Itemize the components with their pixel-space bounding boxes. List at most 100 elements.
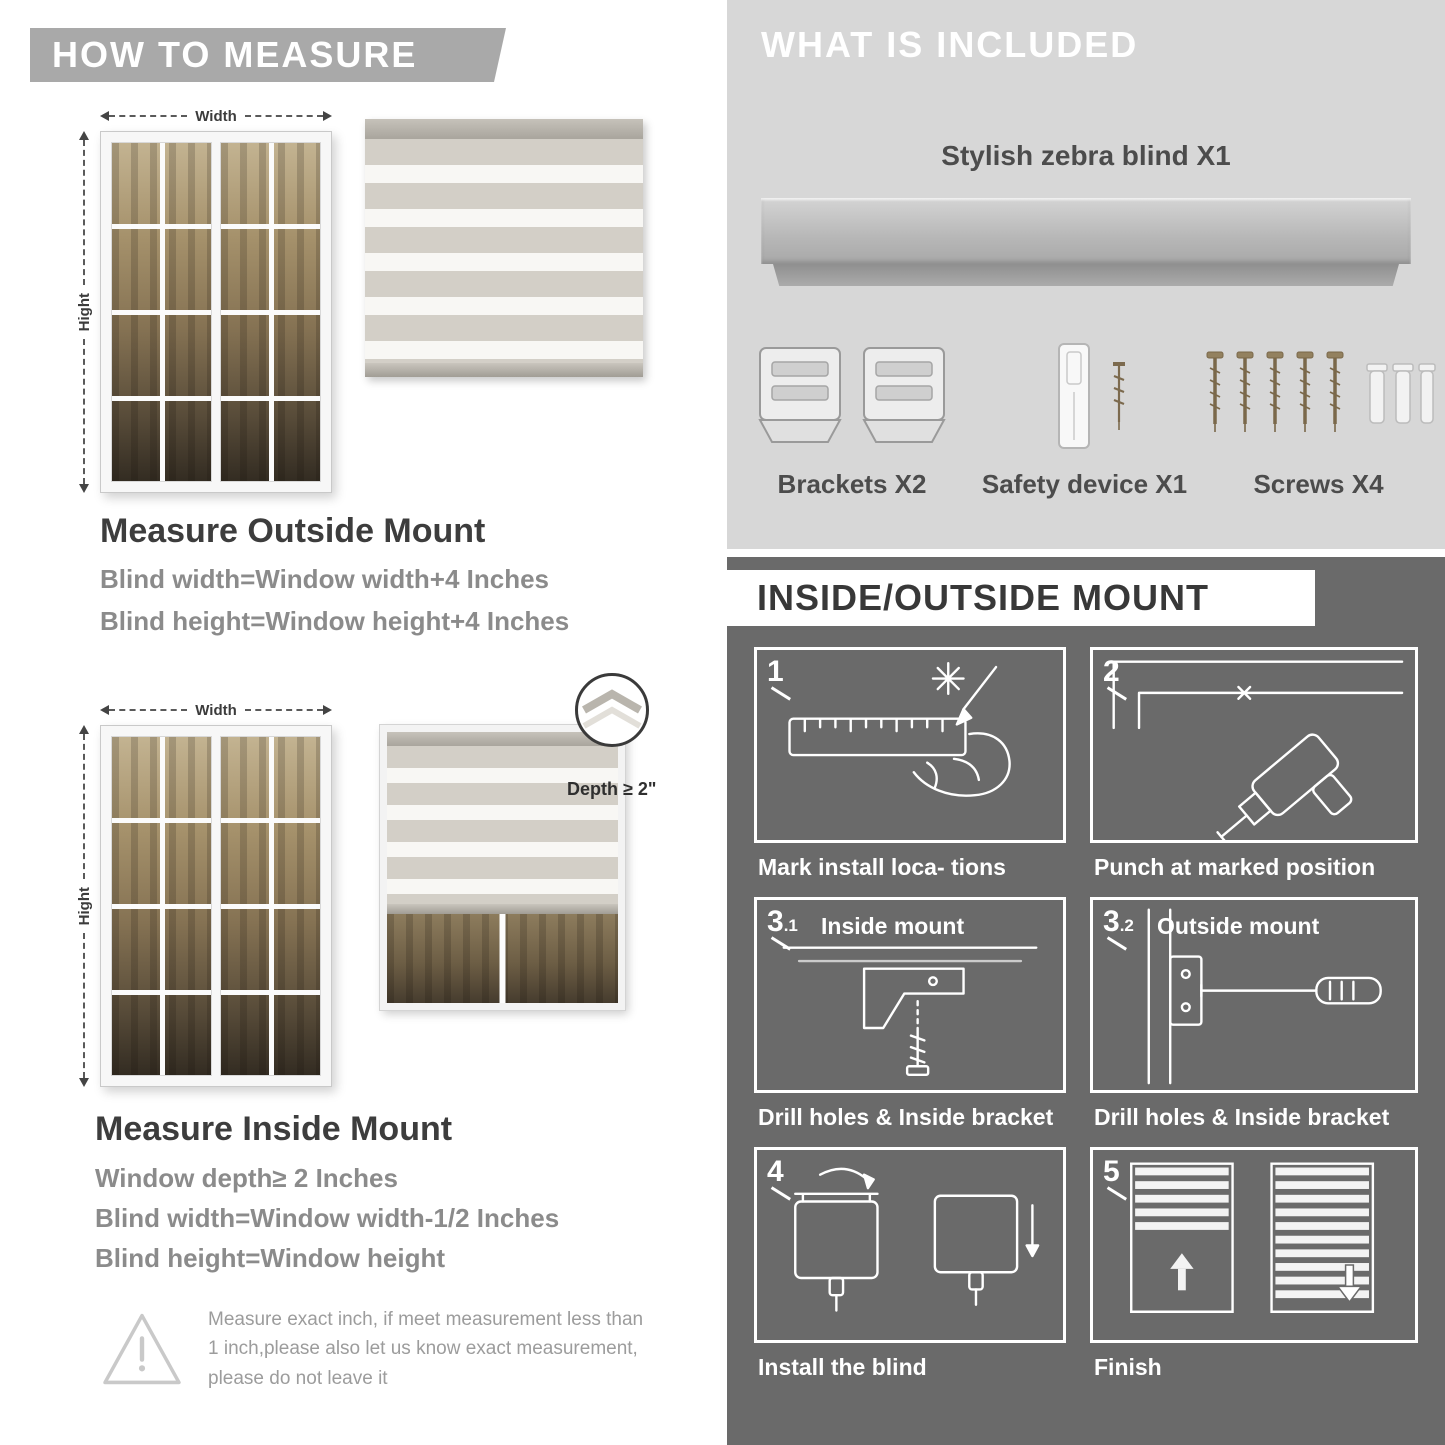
outside-height-formula: Blind height=Window height+4 Inches: [100, 606, 570, 636]
step-3-1: 3.1 Inside mount Drill holes & Ins: [754, 897, 1066, 1134]
width-arrow: Width: [100, 701, 333, 719]
open-window-panes: [387, 914, 618, 1003]
install-blind-illustration: [757, 1150, 1063, 1340]
blind-stripes: [365, 139, 643, 363]
included-items: Brackets X2 Safety device X1: [727, 330, 1445, 500]
arrow-down-icon: [79, 1078, 89, 1088]
window-illustration: [100, 131, 332, 493]
step-3-2-panel: 3.2 Outside mount: [1090, 897, 1418, 1093]
arrow-up-icon: [79, 131, 89, 140]
outside-mount-figure: Width Hight: [75, 101, 675, 521]
step-3-1-panel: 3.1 Inside mount: [754, 897, 1066, 1093]
inside-width-formula: Blind width=Window width-1/2 Inches: [95, 1203, 560, 1233]
blind-cassette-graphic: [761, 198, 1411, 286]
step-1: 1 Mark install loca- tions: [754, 647, 1066, 884]
measure-mark-illustration: [757, 650, 1063, 840]
inside-outside-mount-title: INSIDE/OUTSIDE MOUNT: [757, 577, 1210, 618]
arrow-left-icon: [100, 111, 109, 121]
blind-included-label: Stylish zebra blind X1: [941, 140, 1231, 171]
mount-steps-grid: 1 Mark install loca- tions: [754, 647, 1418, 1384]
inside-mount-blind-illustration: [379, 724, 626, 1011]
outside-width-formula: Blind width=Window width+4 Inches: [100, 564, 549, 594]
height-arrow: Hight: [75, 725, 93, 1088]
step-4-caption: Install the blind: [758, 1354, 927, 1380]
step-5: 5 Finish: [1090, 1147, 1418, 1384]
warning-triangle-icon: [103, 1313, 181, 1385]
width-arrow: Width: [100, 107, 333, 125]
step-1-panel: 1: [754, 647, 1066, 843]
width-label: Width: [195, 107, 237, 125]
depth-callout-circle: [575, 673, 649, 747]
how-to-measure-title: HOW TO MEASURE: [52, 34, 418, 75]
brackets-icon: [758, 347, 946, 443]
arrow-left-icon: [100, 705, 109, 715]
step-3-1-label: Inside mount: [821, 913, 965, 939]
arrow-right-icon: [323, 111, 333, 121]
height-label: Hight: [75, 292, 93, 332]
step-5-caption: Finish: [1094, 1354, 1162, 1380]
window-corner-icon: [582, 689, 642, 729]
step-3-2-caption: Drill holes & Inside bracket: [1094, 1104, 1390, 1130]
brackets-label: Brackets X2: [777, 469, 927, 499]
drill-illustration: [1093, 650, 1415, 840]
measure-outside-heading: Measure Outside Mount: [100, 512, 486, 550]
inside-height-formula: Blind height=Window height: [95, 1243, 445, 1273]
inside-mount-figure: Width Hight Depth ≥ 2": [75, 673, 675, 1125]
step-number: 3.2: [1103, 905, 1134, 938]
step-2-panel: 2: [1090, 647, 1418, 843]
what-is-included-header: WHAT IS INCLUDED: [761, 24, 1139, 65]
outside-bracket-illustration: [1093, 900, 1415, 1090]
finish-illustration: [1093, 1150, 1415, 1340]
step-number: 5: [1103, 1155, 1120, 1188]
step-number: 2: [1103, 655, 1120, 688]
blind-bottom-rail: [365, 363, 643, 377]
safety-device-label: Safety device X1: [981, 469, 1188, 499]
step-3-1-caption: Drill holes & Inside bracket: [758, 1104, 1054, 1130]
step-5-panel: 5: [1090, 1147, 1418, 1343]
arrow-down-icon: [79, 484, 89, 494]
step-number: 1: [767, 655, 784, 688]
measurement-warning: Measure exact inch, if meet measurement …: [98, 1305, 658, 1393]
zebra-blind-illustration: [365, 119, 643, 377]
depth-label: Depth ≥ 2": [567, 779, 657, 799]
included-item-brackets: Brackets X2: [727, 330, 977, 500]
how-to-measure-header: HOW TO MEASURE: [30, 28, 506, 82]
cassette-lip: [773, 264, 1399, 286]
blind-bottom-rail: [387, 904, 618, 914]
arrow-right-icon: [323, 705, 333, 715]
step-1-caption: Mark install loca- tions: [758, 854, 1006, 880]
cassette-body: [761, 198, 1411, 264]
window-sash-left: [111, 142, 212, 482]
step-3-2: 3.2 Outside mount Drill holes & In: [1090, 897, 1418, 1134]
window-illustration: [100, 725, 332, 1087]
width-label: Width: [195, 701, 237, 719]
window-sash-right: [220, 736, 321, 1076]
arrow-up-icon: [79, 725, 89, 734]
screws-icon: [1206, 351, 1436, 432]
step-number: 4: [767, 1155, 784, 1188]
blind-top-rail: [365, 119, 643, 139]
inside-bracket-illustration: [757, 900, 1063, 1090]
step-2: 2 Punch: [1090, 647, 1418, 884]
inside-outside-mount-section: INSIDE/OUTSIDE MOUNT 1: [727, 557, 1445, 1445]
warning-text: Measure exact inch, if meet measurement …: [208, 1309, 644, 1389]
included-item-safety-device: Safety device X1: [977, 330, 1192, 500]
safety-device-icon: [1057, 343, 1125, 449]
step-number: 3.1: [767, 905, 798, 938]
what-is-included-section: WHAT IS INCLUDED Stylish zebra blind X1: [727, 0, 1445, 549]
step-3-2-label: Outside mount: [1157, 913, 1320, 939]
step-2-caption: Punch at marked position: [1094, 854, 1376, 880]
height-label: Hight: [75, 886, 93, 926]
how-to-measure-section: HOW TO MEASURE Width Hight Measure Outsi…: [0, 0, 722, 1445]
blind-top-rail: [387, 732, 618, 746]
height-arrow: Hight: [75, 131, 93, 494]
measure-inside-heading: Measure Inside Mount: [95, 1110, 453, 1148]
window-sash-left: [111, 736, 212, 1076]
screws-label: Screws X4: [1253, 469, 1384, 499]
step-4-panel: 4: [754, 1147, 1066, 1343]
inside-depth-line: Window depth≥ 2 Inches: [95, 1163, 398, 1193]
window-sash-right: [220, 142, 321, 482]
blind-stripes: [387, 746, 618, 904]
included-item-screws: Screws X4: [1192, 330, 1445, 500]
step-4: 4 In: [754, 1147, 1066, 1384]
